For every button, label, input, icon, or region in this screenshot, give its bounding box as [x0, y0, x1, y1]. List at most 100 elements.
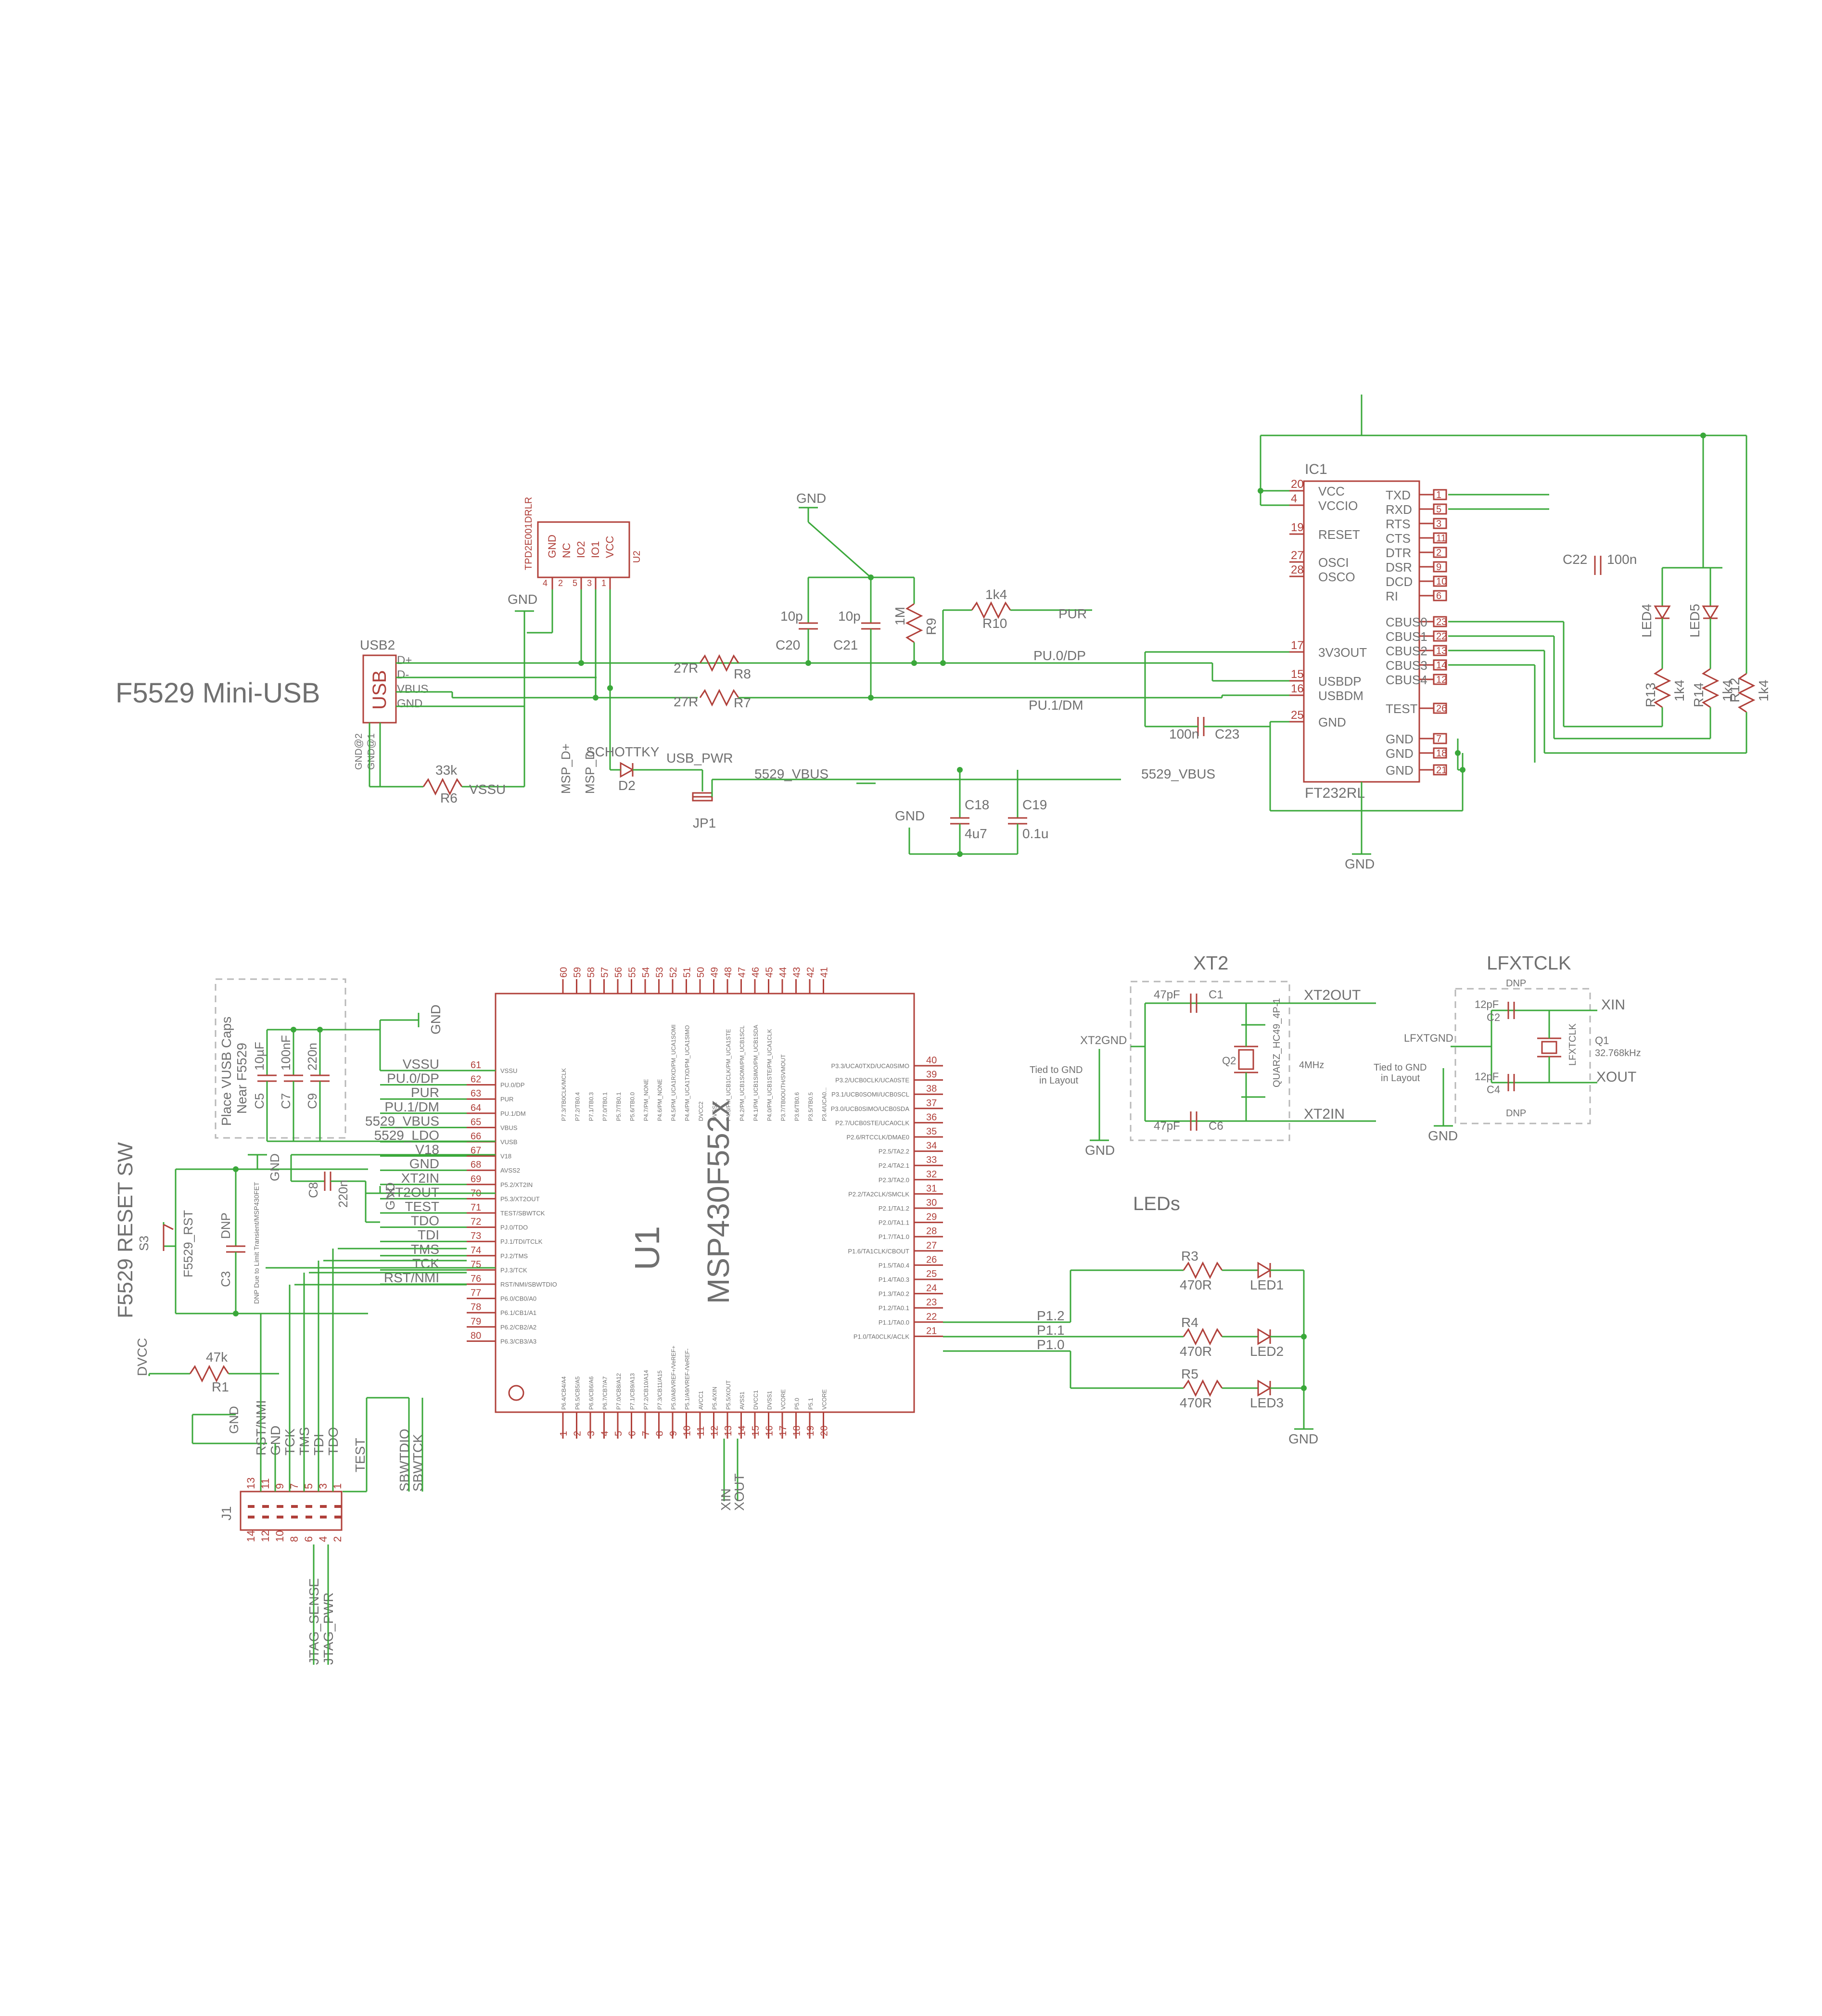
u1-bottom-pin-name: P5.5/XOUT — [725, 1380, 732, 1410]
u1-left-pin-name: VUSB — [500, 1138, 517, 1146]
r7-value: 27R — [674, 694, 698, 709]
r5-ref: R5 — [1181, 1366, 1198, 1381]
ic1-left-pin-num: 28 — [1291, 563, 1304, 576]
c19-value: 0.1u — [1022, 826, 1049, 841]
ic1-right-pin-num: 26 — [1436, 703, 1447, 714]
j1-even-num: 4 — [317, 1536, 329, 1542]
ic1-right-pin-box — [1433, 645, 1447, 656]
u1-left-net-label: XT2IN — [401, 1171, 439, 1186]
ic1-right-pin-name: CBUS4 — [1386, 673, 1427, 687]
u1-bottom-pin-name: P5.4/XIN — [712, 1387, 718, 1410]
u1-left-pin-num: 65 — [471, 1117, 481, 1127]
u1-bottom-pin-num: 7 — [641, 1431, 651, 1436]
ic1-right-pin-num: 18 — [1436, 748, 1447, 759]
u1-top-pin-num: 60 — [559, 967, 569, 978]
j1-pin — [306, 1516, 312, 1518]
usb-power: MSP_D+ MSP_D- SCHOTTKY D2 USB_PWR JP1 55… — [559, 743, 1215, 857]
u1-left-net-label: VSSU — [403, 1057, 439, 1072]
u1-right-pin-name: P2.5/TA2.2 — [879, 1148, 909, 1155]
u1-bottom-pin-num: 5 — [613, 1431, 624, 1436]
reset-gnd-label: GND — [268, 1153, 282, 1181]
u1-top-pin-num: 58 — [586, 967, 597, 978]
u1-top-pin-num: 50 — [696, 967, 706, 978]
u1-left-pin-name: VBUS — [500, 1124, 518, 1131]
ic1-left-pin-name: VCCIO — [1318, 498, 1358, 513]
ic1-left-pin-num: 25 — [1291, 709, 1304, 722]
u1-bottom-pins: 1P6.4/CB4/A42P6.5/CB5/A53P6.6/CB6/A64P6.… — [559, 1346, 830, 1439]
u1-right-pin-num: 33 — [926, 1155, 937, 1165]
u2-pin-io1: IO1 — [589, 541, 601, 558]
ic1-right-pin-box — [1433, 590, 1447, 601]
u2-num-5: 5 — [573, 578, 577, 588]
u1-left-pin-name: TEST/SBWTCK — [500, 1210, 545, 1217]
ic1-right-pin-name: GND — [1386, 732, 1414, 746]
r14-resistor — [1701, 668, 1720, 708]
u1-left-pin-name: VSSU — [500, 1067, 517, 1074]
u1-right-pin-name: P2.2/TA2CLK/SMCLK — [848, 1190, 909, 1198]
c23-ref: C23 — [1215, 727, 1239, 741]
pu1-net: PU.1/DM — [1029, 698, 1083, 713]
u1-top-pin-num: 55 — [627, 967, 638, 978]
c6-ref: C6 — [1209, 1120, 1223, 1133]
c8-ref: C8 — [306, 1182, 320, 1198]
u1-bottom-pin-num: 20 — [819, 1426, 830, 1436]
u2-body — [537, 521, 630, 578]
ic1-right-pin-num: 5 — [1436, 504, 1441, 515]
u1-left-net-label: TDI — [418, 1227, 439, 1242]
lfxt-gnd-label: GND — [1428, 1128, 1458, 1143]
ic1-right-pin-num: 10 — [1436, 576, 1447, 587]
vusb-note-1: Place VUSB Caps — [219, 1017, 234, 1126]
j1-pin — [262, 1505, 269, 1508]
lfxt-title: LFXTCLK — [1487, 953, 1571, 974]
r8-value: 27R — [674, 661, 698, 676]
u1-bottom-pin-num: 13 — [723, 1426, 734, 1436]
u1-bottom-pin-num: 4 — [600, 1431, 611, 1436]
r14-ref: R14 — [1691, 683, 1706, 707]
j1-even-num: 8 — [288, 1536, 300, 1542]
led3-diode — [1257, 1379, 1272, 1397]
u2-pin-gnd: GND — [546, 535, 558, 558]
u1-right-pin-num: 39 — [926, 1070, 937, 1080]
c1-ref: C1 — [1209, 988, 1223, 1001]
xt2-section: XT2 47pF C1 47pF C6 Q2 QUARZ_HC49_4P-1 4… — [1030, 953, 1376, 1158]
u2-part: TPD2E001DRLR — [523, 497, 534, 570]
u1-bottom-pin-name: AVCC1 — [698, 1391, 704, 1410]
u1-right-pin-name: P2.0/TA1.1 — [879, 1219, 909, 1226]
u1-left-pin-num: 68 — [471, 1160, 481, 1170]
u1-left-pin-name: P5.3/XT2OUT — [500, 1195, 540, 1202]
ic1-right-pin-name: CBUS0 — [1386, 615, 1427, 629]
lfxt-note-2: in Layout — [1381, 1073, 1420, 1084]
usb-pin-dminus: D- — [397, 668, 409, 681]
led1-diode — [1257, 1262, 1272, 1279]
msp-dp-label: MSP_D+ — [559, 743, 573, 794]
usb-pin-gnd1: GND@1 — [366, 733, 377, 770]
c20-value: 10p — [780, 609, 803, 624]
j1-odd-num: 13 — [245, 1478, 257, 1489]
u1-left-net-label: 5529_LDO — [374, 1128, 439, 1143]
ic1-right-pin-name: DTR — [1386, 546, 1411, 560]
u1-right-pin-num: 30 — [926, 1198, 937, 1208]
u1-bottom-pin-name: P7.1/CB9/A13 — [629, 1373, 636, 1410]
j1-pin — [248, 1516, 255, 1518]
usb-pin-gnd2: GND@2 — [354, 733, 364, 770]
dvcc-label: DVCC — [135, 1338, 150, 1376]
c7-value: 100nF — [279, 1035, 293, 1071]
u1-right-pin-num: 25 — [926, 1269, 937, 1279]
u1-top-pin-num: 44 — [778, 967, 789, 978]
u1-right-pin-num: 36 — [926, 1112, 937, 1123]
leds-gnd-label: GND — [1288, 1431, 1318, 1446]
c3-ref: C3 — [218, 1271, 233, 1287]
led5-diode — [1702, 605, 1719, 620]
u1-right-pin-num: 21 — [926, 1326, 937, 1336]
u1-bottom-pin-num: 2 — [573, 1431, 583, 1436]
j1-even-num: 10 — [274, 1531, 286, 1542]
u1-right-pin-num: 28 — [926, 1226, 937, 1237]
r12-value: 1k4 — [1756, 680, 1771, 702]
u1-bottom-pin-num: 16 — [764, 1426, 775, 1436]
vusb-caps: Place VUSB Caps Near F5529 GND 10µF C5 1… — [215, 978, 496, 1223]
led2-diode — [1257, 1328, 1272, 1345]
r12-resistor — [1737, 673, 1756, 713]
s3-switch — [163, 1223, 174, 1251]
u1-left-pin-name: RST/NMI/SBWTDIO — [500, 1281, 557, 1288]
